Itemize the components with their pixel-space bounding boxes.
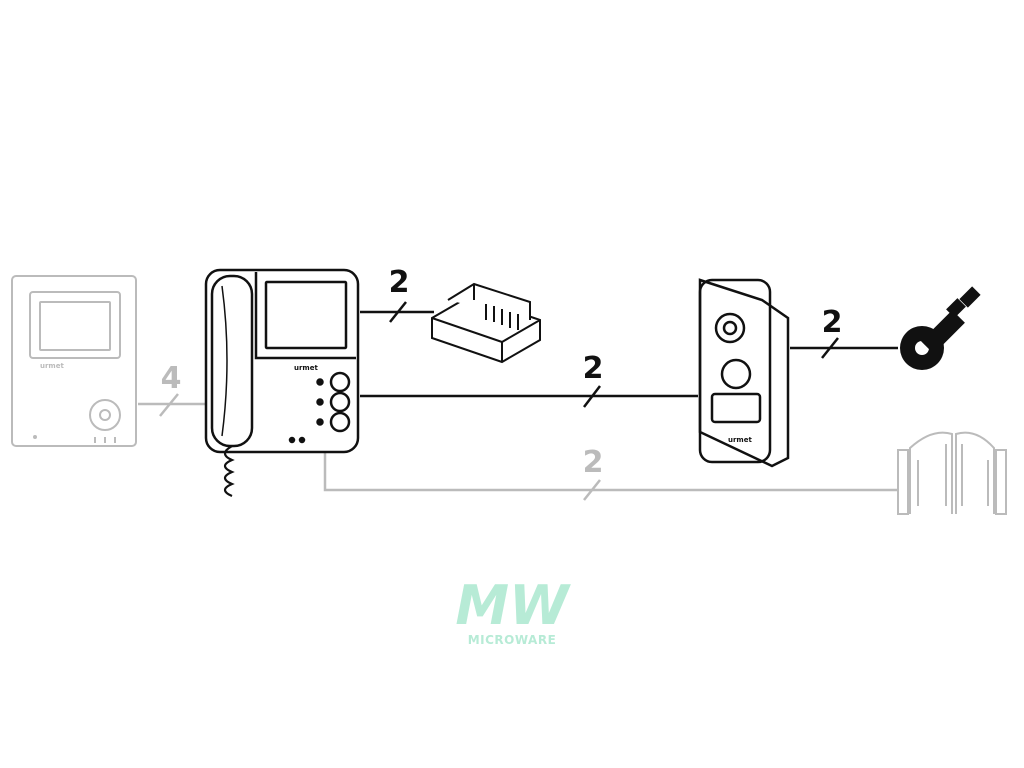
wire-monitor-to-gate: 2: [323, 445, 898, 501]
power-supply: [431, 282, 541, 364]
watermark-text: MICROWARE: [468, 633, 557, 647]
wire-label-monitor-to-gate: 2: [583, 445, 604, 480]
wire-monitor-to-entrance-panel: 2: [360, 351, 698, 408]
entrance-panel-brand: urmet: [728, 436, 752, 444]
wire-label-monitor-to-entrance-panel: 2: [583, 351, 604, 386]
wire-label-monitor-to-monitor: 4: [161, 361, 182, 396]
entrance-panel: urmet: [698, 278, 790, 468]
key-icon: [900, 286, 981, 370]
wire-label-panel-to-lock: 2: [822, 305, 843, 340]
watermark-logo: MW: [455, 574, 571, 637]
main-monitor: urmet: [204, 268, 360, 498]
wire-monitor-to-power-supply: 2: [360, 265, 434, 323]
wire-label-monitor-to-power-supply: 2: [389, 265, 410, 300]
secondary-monitor: urmet: [11, 275, 137, 447]
gate-icon: [897, 431, 1007, 515]
watermark: MW MICROWARE: [455, 574, 571, 647]
secondary-monitor-brand: urmet: [40, 362, 64, 370]
wire-monitor-to-monitor: 4: [138, 361, 206, 417]
main-monitor-brand: urmet: [294, 364, 318, 372]
wire-panel-to-lock: 2: [790, 305, 898, 359]
